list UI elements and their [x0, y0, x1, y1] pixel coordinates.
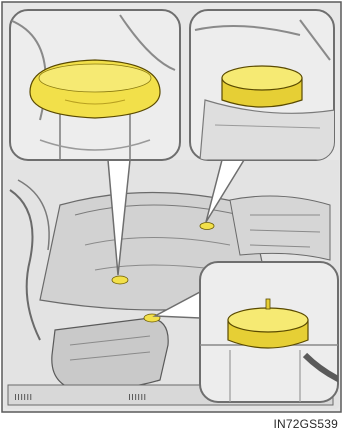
figure-code: IN72GS539 [273, 417, 338, 431]
svg-text:ıııııı: ıııııı [14, 391, 32, 403]
svg-text:ıııııı: ıııııı [128, 391, 146, 403]
